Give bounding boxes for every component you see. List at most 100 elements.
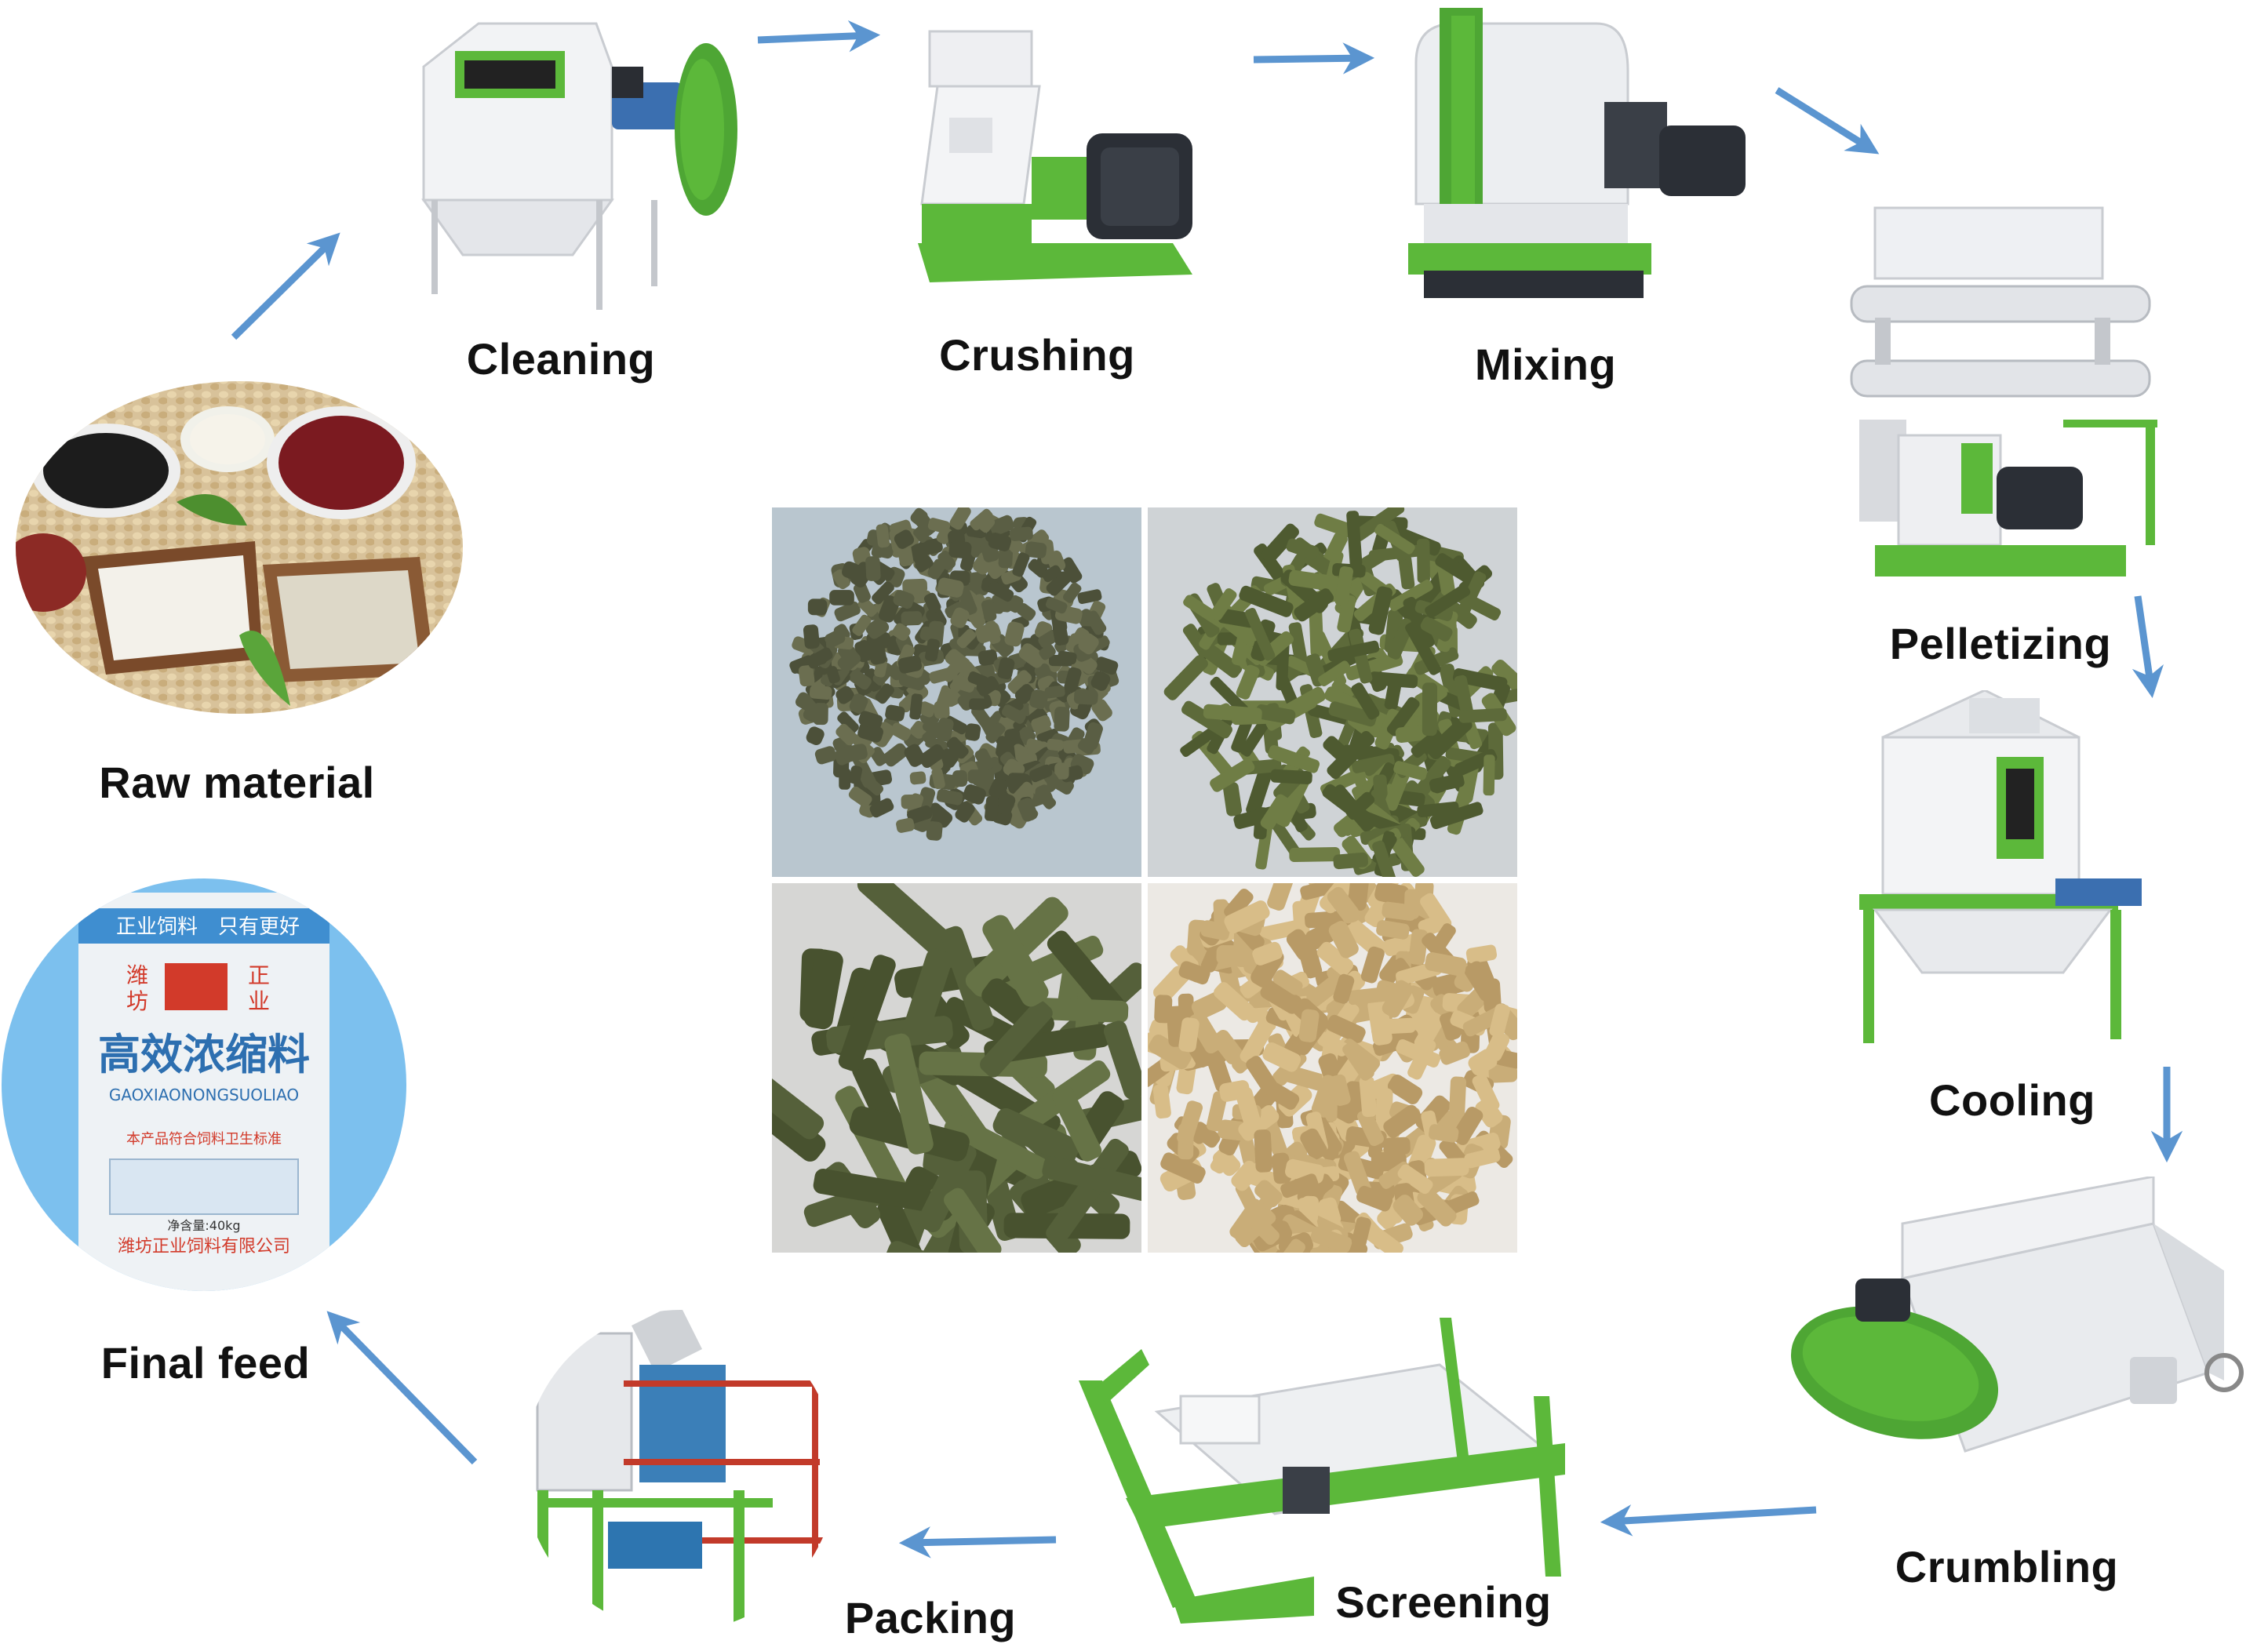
pellet — [976, 675, 999, 697]
pellet — [949, 636, 969, 660]
pellet — [1398, 555, 1415, 590]
pellet — [803, 949, 843, 1030]
arrow-pelletizing-to-cooling — [2131, 595, 2164, 699]
pellet — [1454, 675, 1474, 717]
step-label-final: Final feed — [100, 1338, 311, 1388]
pellet — [1031, 715, 1051, 733]
pellet — [1218, 1119, 1247, 1141]
pellet — [1007, 670, 1032, 694]
pellet — [1359, 1076, 1377, 1118]
pellet — [813, 1169, 932, 1211]
pellet — [1246, 1056, 1278, 1095]
pellet — [1288, 622, 1309, 671]
pellet — [1063, 582, 1082, 603]
pellet — [931, 768, 945, 789]
pellet — [1240, 1020, 1273, 1065]
pellet — [1252, 1217, 1280, 1246]
pellet — [1239, 585, 1294, 617]
bag-logo — [165, 963, 228, 1010]
pellet — [1206, 1091, 1228, 1132]
pellet — [1064, 667, 1082, 693]
pellet — [1288, 569, 1340, 592]
pellet — [1396, 1038, 1441, 1068]
pellet — [927, 558, 946, 580]
pellet — [1042, 565, 1062, 583]
pellet — [772, 1088, 826, 1162]
bag-slogan-left: 正业饲料 — [116, 915, 198, 939]
pellet — [1383, 1104, 1422, 1138]
pellet — [1231, 1160, 1261, 1191]
beans-photo — [12, 376, 467, 718]
pellet — [858, 711, 883, 729]
pellet — [1060, 557, 1083, 584]
pellet — [1300, 1128, 1327, 1160]
bag-pinyin: GAOXIAONONGSUOLIAO — [109, 1086, 299, 1104]
pellet — [1036, 729, 1059, 745]
pellet — [1311, 1075, 1341, 1118]
pellet — [1333, 852, 1369, 870]
pellet — [1272, 969, 1303, 995]
pellet — [1261, 523, 1299, 564]
step-label-screening: Screening — [1335, 1577, 1552, 1627]
pellet — [852, 614, 872, 636]
pellet — [803, 624, 820, 649]
pellet — [865, 778, 884, 796]
bag-brand-right-2: 业 — [248, 988, 270, 1014]
pellet — [981, 599, 997, 622]
pellet — [1383, 1137, 1411, 1155]
pellet — [849, 669, 872, 690]
pellet — [977, 649, 998, 666]
pellet — [949, 507, 971, 530]
pellet — [1356, 1108, 1385, 1147]
pellet — [952, 769, 968, 787]
pellet — [1387, 1074, 1423, 1104]
pellet — [1351, 682, 1380, 720]
pellet — [1077, 738, 1096, 755]
pellet — [1286, 929, 1316, 961]
pellet — [1152, 1084, 1171, 1119]
pellet — [872, 581, 894, 605]
pellet — [948, 540, 972, 559]
pellet — [1425, 584, 1471, 618]
pellet — [1475, 1097, 1503, 1128]
arrow-crushing-to-mixing — [1253, 42, 1375, 75]
step-label-pelletizing: Pelletizing — [1889, 619, 2112, 668]
pellet — [1347, 883, 1370, 911]
pellet — [985, 795, 999, 822]
pellet — [1085, 610, 1107, 635]
pellet — [1039, 644, 1056, 660]
pellet — [835, 723, 857, 746]
pellet — [950, 607, 970, 628]
counterflow-cooler — [1851, 689, 2165, 1051]
pellet — [1414, 755, 1451, 798]
pellet — [1054, 707, 1070, 732]
pellet — [848, 766, 863, 784]
pellet — [1318, 660, 1351, 687]
pellet — [1222, 782, 1243, 817]
pellet — [1374, 883, 1410, 906]
pellet — [1424, 1158, 1469, 1177]
pellet — [1322, 784, 1371, 825]
pellet — [1389, 835, 1425, 877]
rotary-screen — [1079, 1318, 1573, 1631]
pellet — [829, 590, 854, 606]
pellet — [838, 955, 896, 1071]
step-label-cooling: Cooling — [1929, 1075, 2095, 1125]
pellet — [1200, 920, 1231, 940]
pellet — [909, 771, 926, 785]
pellet — [902, 578, 928, 595]
pellet — [890, 722, 912, 741]
pellet — [988, 581, 1014, 602]
pellet — [869, 798, 894, 818]
pellet — [814, 746, 837, 765]
pellet — [1154, 995, 1173, 1024]
pellet — [926, 821, 943, 841]
step-label-raw: Raw material — [99, 758, 375, 807]
pellet — [798, 665, 815, 687]
pellet — [1203, 704, 1262, 723]
pellet — [826, 666, 840, 684]
pellet — [982, 915, 1049, 1007]
pellet — [1180, 727, 1218, 758]
pellet — [1267, 883, 1297, 911]
pellet — [1238, 1105, 1280, 1141]
